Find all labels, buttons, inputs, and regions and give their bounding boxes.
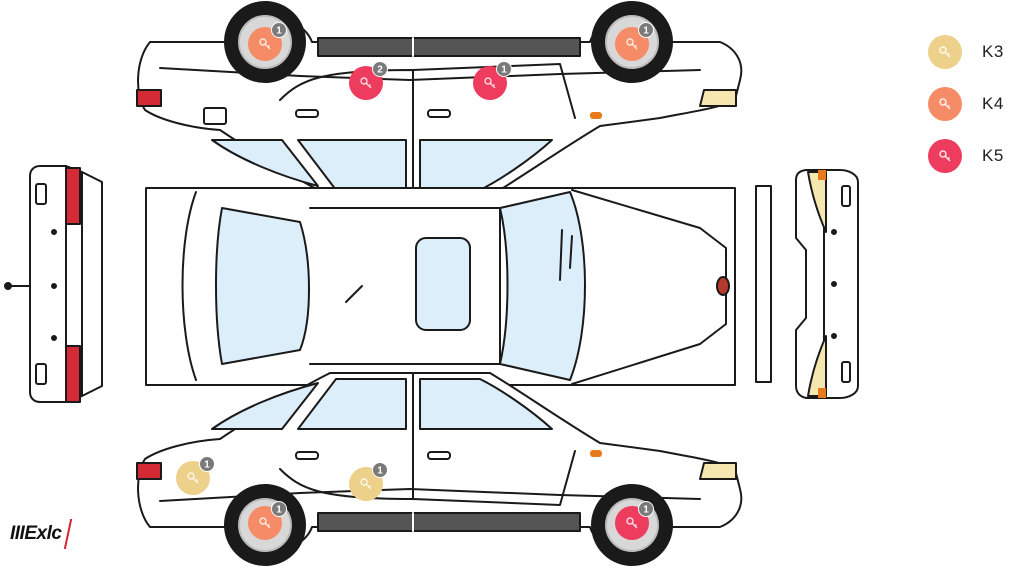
top-view-rear-window (215, 207, 310, 365)
legend-label: K5 (982, 145, 1004, 165)
damage-count-badge (372, 462, 388, 478)
key-icon (626, 38, 638, 50)
damage-marker-bottom-rear-door[interactable]: 1 (349, 462, 388, 502)
side-view-bottom-rear-window (211, 382, 319, 430)
damage-count-label: 1 (204, 460, 210, 471)
damage-count-badge (638, 22, 654, 38)
legend-key-icon (928, 138, 962, 173)
side-view-bottom-front-door-window (419, 378, 553, 430)
damage-marker-bottom-rear-wheel[interactable]: 1 (248, 501, 287, 541)
brand-logo-text: IIIExlc (10, 523, 62, 544)
side-view-bottom-head-light (699, 462, 737, 480)
side-view-bottom-tail-light (136, 462, 162, 480)
legend-key-icon (928, 34, 962, 69)
key-icon (259, 517, 271, 529)
key-icon (626, 517, 638, 529)
key-icon (187, 472, 199, 484)
legend-label: K3 (982, 41, 1004, 61)
damage-marker-bottom-front-wheel[interactable]: 1 (615, 501, 654, 541)
key-icon (360, 77, 372, 89)
damage-count-label: 1 (276, 505, 282, 516)
top-view-sunroof (415, 237, 471, 331)
damage-marker-top-rear-door[interactable]: 2 (349, 61, 388, 101)
damage-count-badge (372, 61, 388, 77)
brand-logo: IIIExlc (10, 517, 73, 551)
legend-item-k3: K3 (928, 34, 1018, 69)
damage-count-badge (271, 22, 287, 38)
damage-count-label: 1 (377, 466, 383, 477)
side-view-top (136, 1, 743, 197)
roof-strip (755, 185, 772, 383)
front-view-head-light-upper (807, 171, 827, 233)
key-icon (259, 38, 271, 50)
damage-count-badge (638, 501, 654, 517)
side-view-top-tail-light (136, 89, 162, 107)
damage-count-badge (199, 456, 215, 472)
damage-marker-top-rear-wheel[interactable]: 1 (248, 22, 287, 62)
side-view-bottom-rear-door-window (297, 378, 407, 430)
damage-count-label: 1 (276, 26, 282, 37)
top-view (145, 187, 736, 386)
damage-marker-top-front-door[interactable]: 1 (473, 61, 512, 101)
top-view-windshield (499, 191, 586, 381)
legend-key-icon (928, 86, 962, 121)
top-view-hood-badge (716, 276, 730, 296)
legend-item-k4: K4 (928, 86, 1018, 121)
damage-marker-bottom-rear-quarter[interactable]: 1 (176, 456, 215, 496)
rear-view-tail-light-lower (65, 345, 81, 403)
damage-count-badge (496, 61, 512, 77)
legend-label: K4 (982, 93, 1004, 113)
damage-count-label: 1 (643, 26, 649, 37)
damage-marker-top-front-wheel[interactable]: 1 (615, 22, 654, 62)
side-view-top-turn-signal (590, 112, 602, 119)
damage-markers: 1 1 2 1 1 1 1 1 (176, 22, 654, 541)
front-view-head-light-lower (807, 335, 827, 397)
damage-count-label: 2 (377, 65, 383, 76)
rear-view-tail-light-upper (65, 167, 81, 225)
front-view (795, 169, 859, 399)
side-view-bottom-rocker (317, 512, 581, 532)
rear-view (4, 165, 103, 403)
side-view-bottom-turn-signal (590, 450, 602, 457)
legend-item-k5: K5 (928, 138, 1018, 173)
side-view-top-rear-window (211, 139, 319, 187)
key-icon (360, 478, 372, 490)
key-icon (484, 77, 496, 89)
damage-count-badge (271, 501, 287, 517)
side-view-top-rocker (317, 37, 581, 57)
damage-count-label: 1 (643, 505, 649, 516)
side-view-top-head-light (699, 89, 737, 107)
side-view-bottom (136, 372, 743, 566)
damage-count-label: 1 (501, 65, 507, 76)
